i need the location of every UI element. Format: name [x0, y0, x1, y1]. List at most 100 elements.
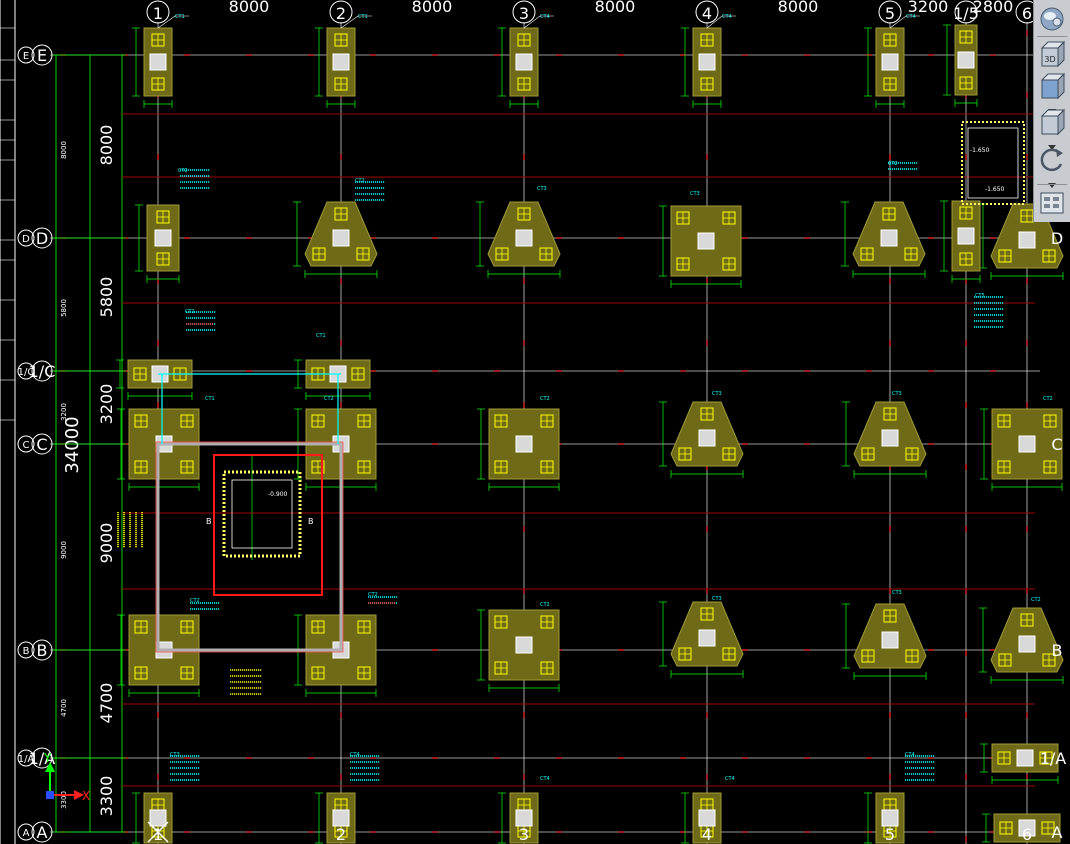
axis-bubble-left	[31, 44, 53, 66]
cap-tag: CT4	[905, 752, 915, 758]
column	[1018, 231, 1036, 249]
leader	[340, 15, 372, 29]
pit-wall	[222, 470, 302, 558]
axis-label-bottom: 1	[153, 825, 163, 844]
pit-inner	[967, 127, 1019, 199]
cap-tag: CT4	[540, 14, 550, 20]
box-view2-icon	[1040, 108, 1066, 136]
axis-label-bottom: 6	[1022, 825, 1032, 844]
column	[515, 53, 533, 71]
cursor-crosshair	[147, 821, 169, 843]
orbit-button[interactable]	[1036, 144, 1068, 174]
column	[332, 53, 350, 71]
cap-tag: CT2	[888, 161, 898, 167]
cap-tag: CT2	[540, 396, 550, 402]
axis-label-top: 6	[1022, 4, 1032, 23]
dim-text-left-small: 5800	[60, 299, 68, 317]
cap-tag: CT1	[205, 396, 215, 402]
dim-text-top: 8000	[229, 0, 270, 16]
elevation-label: -0.900	[268, 491, 288, 498]
cap-tag: CT4	[906, 14, 916, 20]
steering-wheel-button[interactable]	[1036, 4, 1068, 34]
cap-tag: CT2	[190, 598, 200, 604]
axis-label-right: 1/A	[1040, 749, 1067, 768]
axis-bubble-left	[31, 433, 53, 455]
axis-bubble-left	[31, 360, 53, 382]
column	[881, 631, 899, 649]
pit-inner	[231, 479, 293, 549]
ucs-origin	[46, 791, 54, 799]
column	[881, 429, 899, 447]
leader	[706, 15, 736, 29]
leader	[157, 15, 189, 29]
axis-label-left: 1/C	[29, 362, 56, 381]
cap-tag: CT2	[185, 309, 195, 315]
section-mark: B	[206, 517, 212, 526]
navigation-bar: 3D	[1033, 0, 1070, 222]
dim-text-left-small: 3300	[60, 791, 68, 809]
chevron-down-icon[interactable]	[1048, 136, 1056, 150]
axis-bubble-left-small	[17, 823, 35, 841]
axis-bubble-left	[31, 227, 53, 249]
box-view2-button[interactable]	[1036, 106, 1068, 136]
axis-bubble-top	[512, 0, 536, 24]
axis-bubble-left-small	[17, 435, 35, 453]
axis-label-bottom: 3	[519, 825, 529, 844]
axis-label-left: D	[36, 229, 48, 248]
section-mark: B	[308, 517, 314, 526]
dim-text-left-small: 8000	[60, 141, 68, 159]
cap-tag: CT2	[355, 178, 365, 184]
cap-tag: CT2	[178, 168, 188, 174]
axis-label-left-small: D	[22, 234, 30, 245]
axis-label-top: 4	[702, 4, 712, 23]
view-cube-3d-icon: 3D	[1040, 40, 1066, 68]
cap-tag: CT3	[170, 752, 180, 758]
axis-bubble-left-small	[17, 362, 35, 380]
view-cube-3d-button[interactable]: 3D	[1036, 38, 1068, 68]
dim-text-left-small: 3200	[60, 403, 68, 421]
axis-label-right: C	[1051, 435, 1062, 454]
axis-label-bottom: 4	[702, 825, 712, 844]
dim-text-left: 8000	[97, 125, 116, 166]
dim-text-left-small: 4700	[60, 699, 68, 717]
axis-label-left: E	[37, 46, 47, 65]
cap-tag: CT3	[892, 590, 902, 596]
axis-label-top: 5	[885, 4, 895, 23]
elevation-label: -1.650	[985, 186, 1005, 193]
axis-label-left-small: A	[23, 828, 30, 839]
showmotion-button[interactable]	[1036, 188, 1068, 218]
foundation-beam	[156, 442, 343, 652]
cap-tag: CT3	[712, 596, 722, 602]
cap-tag: CT3	[537, 186, 547, 192]
orbit-icon	[1040, 148, 1063, 172]
column	[332, 229, 350, 247]
cap-tag: CT2	[324, 396, 334, 402]
axis-label-right: B	[1052, 641, 1063, 660]
column	[1018, 819, 1036, 837]
showmotion-icon	[1040, 192, 1064, 214]
axis-bubble-left	[31, 747, 53, 769]
axis-label-top: 3	[519, 4, 529, 23]
column	[880, 229, 898, 247]
dim-text-top: 2800	[973, 0, 1014, 16]
column	[515, 636, 533, 654]
beam-layer	[122, 113, 1035, 787]
cap-tag: CT1	[316, 333, 326, 339]
axis-label-top: 1	[153, 4, 163, 23]
axis-bubble-left-small	[17, 749, 35, 767]
selection-highlight	[213, 454, 323, 596]
column	[149, 809, 167, 827]
column	[515, 809, 533, 827]
dim-text-total: 34000	[62, 416, 83, 473]
box-view-button[interactable]	[1036, 70, 1068, 100]
column	[1018, 635, 1036, 653]
axis-label-left-small: C	[23, 440, 30, 451]
chevron-down-icon[interactable]	[1048, 174, 1056, 188]
cap-tag: CT3	[892, 391, 902, 397]
cap-tag: CT2	[540, 602, 550, 608]
foundation-beam-outline	[155, 441, 344, 653]
column	[881, 53, 899, 71]
ucs-y-arrow	[45, 762, 55, 772]
